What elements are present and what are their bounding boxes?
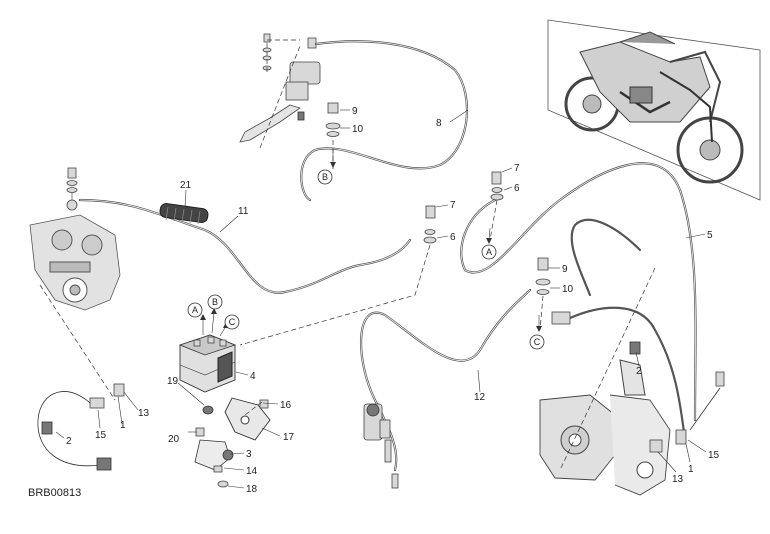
- speed-sensor-cable-left: [37, 383, 125, 471]
- callout-4: 4: [250, 371, 256, 382]
- callout-1-right: 1: [688, 464, 694, 475]
- abs-bracket-17: [224, 397, 271, 441]
- callout-18: 18: [246, 484, 258, 495]
- assembly-dashed-lines: [39, 39, 656, 471]
- abs-mount-hardware: [194, 405, 234, 488]
- callout-9-right: 9: [562, 264, 568, 275]
- callout-3: 3: [246, 449, 252, 460]
- callout-1-left: 1: [120, 420, 126, 431]
- callout-9-top: 9: [352, 106, 358, 117]
- hose-5: [460, 162, 697, 422]
- callout-15-right: 15: [708, 450, 720, 461]
- rear-speed-sensor: [551, 311, 725, 453]
- callout-17: 17: [283, 432, 295, 443]
- callout-15-left: 15: [95, 430, 107, 441]
- master-cylinder-bolt-9-10: [325, 102, 341, 137]
- rear-caliper: [539, 359, 671, 496]
- connection-ref-C-abs: C: [224, 314, 240, 330]
- connection-ref-A-right: A: [481, 244, 497, 260]
- svg-text:C: C: [229, 317, 236, 327]
- banjo-bolt-7-6-right: [490, 171, 504, 201]
- callout-5: 5: [707, 230, 713, 241]
- abs-unit-4: [178, 334, 237, 393]
- connection-ref-B-master: B: [317, 169, 333, 185]
- rear-brake-hose: [568, 218, 687, 442]
- callout-13-left: 13: [138, 408, 150, 419]
- hose-12: [360, 288, 532, 472]
- drawing-code: BRB00813: [28, 487, 81, 499]
- rear-master-cylinder: [363, 403, 399, 489]
- callout-8: 8: [436, 118, 442, 129]
- callout-7-right: 7: [514, 163, 520, 174]
- callout-numbers: 9 10 8 21 11 7 6 7 6 5 9 10 4 19 20 16 1…: [66, 106, 720, 495]
- callout-6-middle: 6: [450, 232, 456, 243]
- front-left-caliper: [29, 214, 121, 311]
- callout-21: 21: [180, 180, 192, 191]
- svg-text:C: C: [534, 337, 541, 347]
- svg-text:B: B: [322, 172, 328, 182]
- callout-2-right: 2: [636, 366, 642, 377]
- callout-leaders: [55, 109, 707, 489]
- svg-text:A: A: [486, 247, 492, 257]
- connection-ref-C-right: C: [529, 334, 545, 350]
- callout-2-left: 2: [66, 436, 72, 447]
- callout-6-right: 6: [514, 183, 520, 194]
- callout-11: 11: [238, 206, 249, 217]
- callout-19: 19: [167, 376, 179, 387]
- banjo-bolt-stack-left: [66, 167, 78, 211]
- hose-11: [78, 198, 412, 294]
- banjo-bolt-9-10-right: [535, 257, 551, 295]
- protective-sleeve-21: [159, 203, 209, 225]
- banjo-bolt-7-6-middle: [423, 205, 437, 244]
- callout-13-right: 13: [672, 474, 684, 485]
- svg-text:A: A: [192, 305, 198, 315]
- motorcycle-inset: [547, 19, 761, 201]
- callout-10-top: 10: [352, 124, 364, 135]
- callout-10-right: 10: [562, 284, 574, 295]
- callout-12: 12: [474, 392, 486, 403]
- connection-ref-B-abs: B: [207, 294, 223, 310]
- callout-20: 20: [168, 434, 180, 445]
- svg-text:B: B: [212, 297, 218, 307]
- callout-16: 16: [280, 400, 292, 411]
- front-master-cylinder: [239, 33, 321, 143]
- abs-port-arrows: [200, 150, 542, 337]
- connection-ref-A-abs: A: [187, 302, 203, 318]
- hose-8: [300, 40, 469, 202]
- callout-7-middle: 7: [450, 200, 456, 211]
- callout-14: 14: [246, 466, 258, 477]
